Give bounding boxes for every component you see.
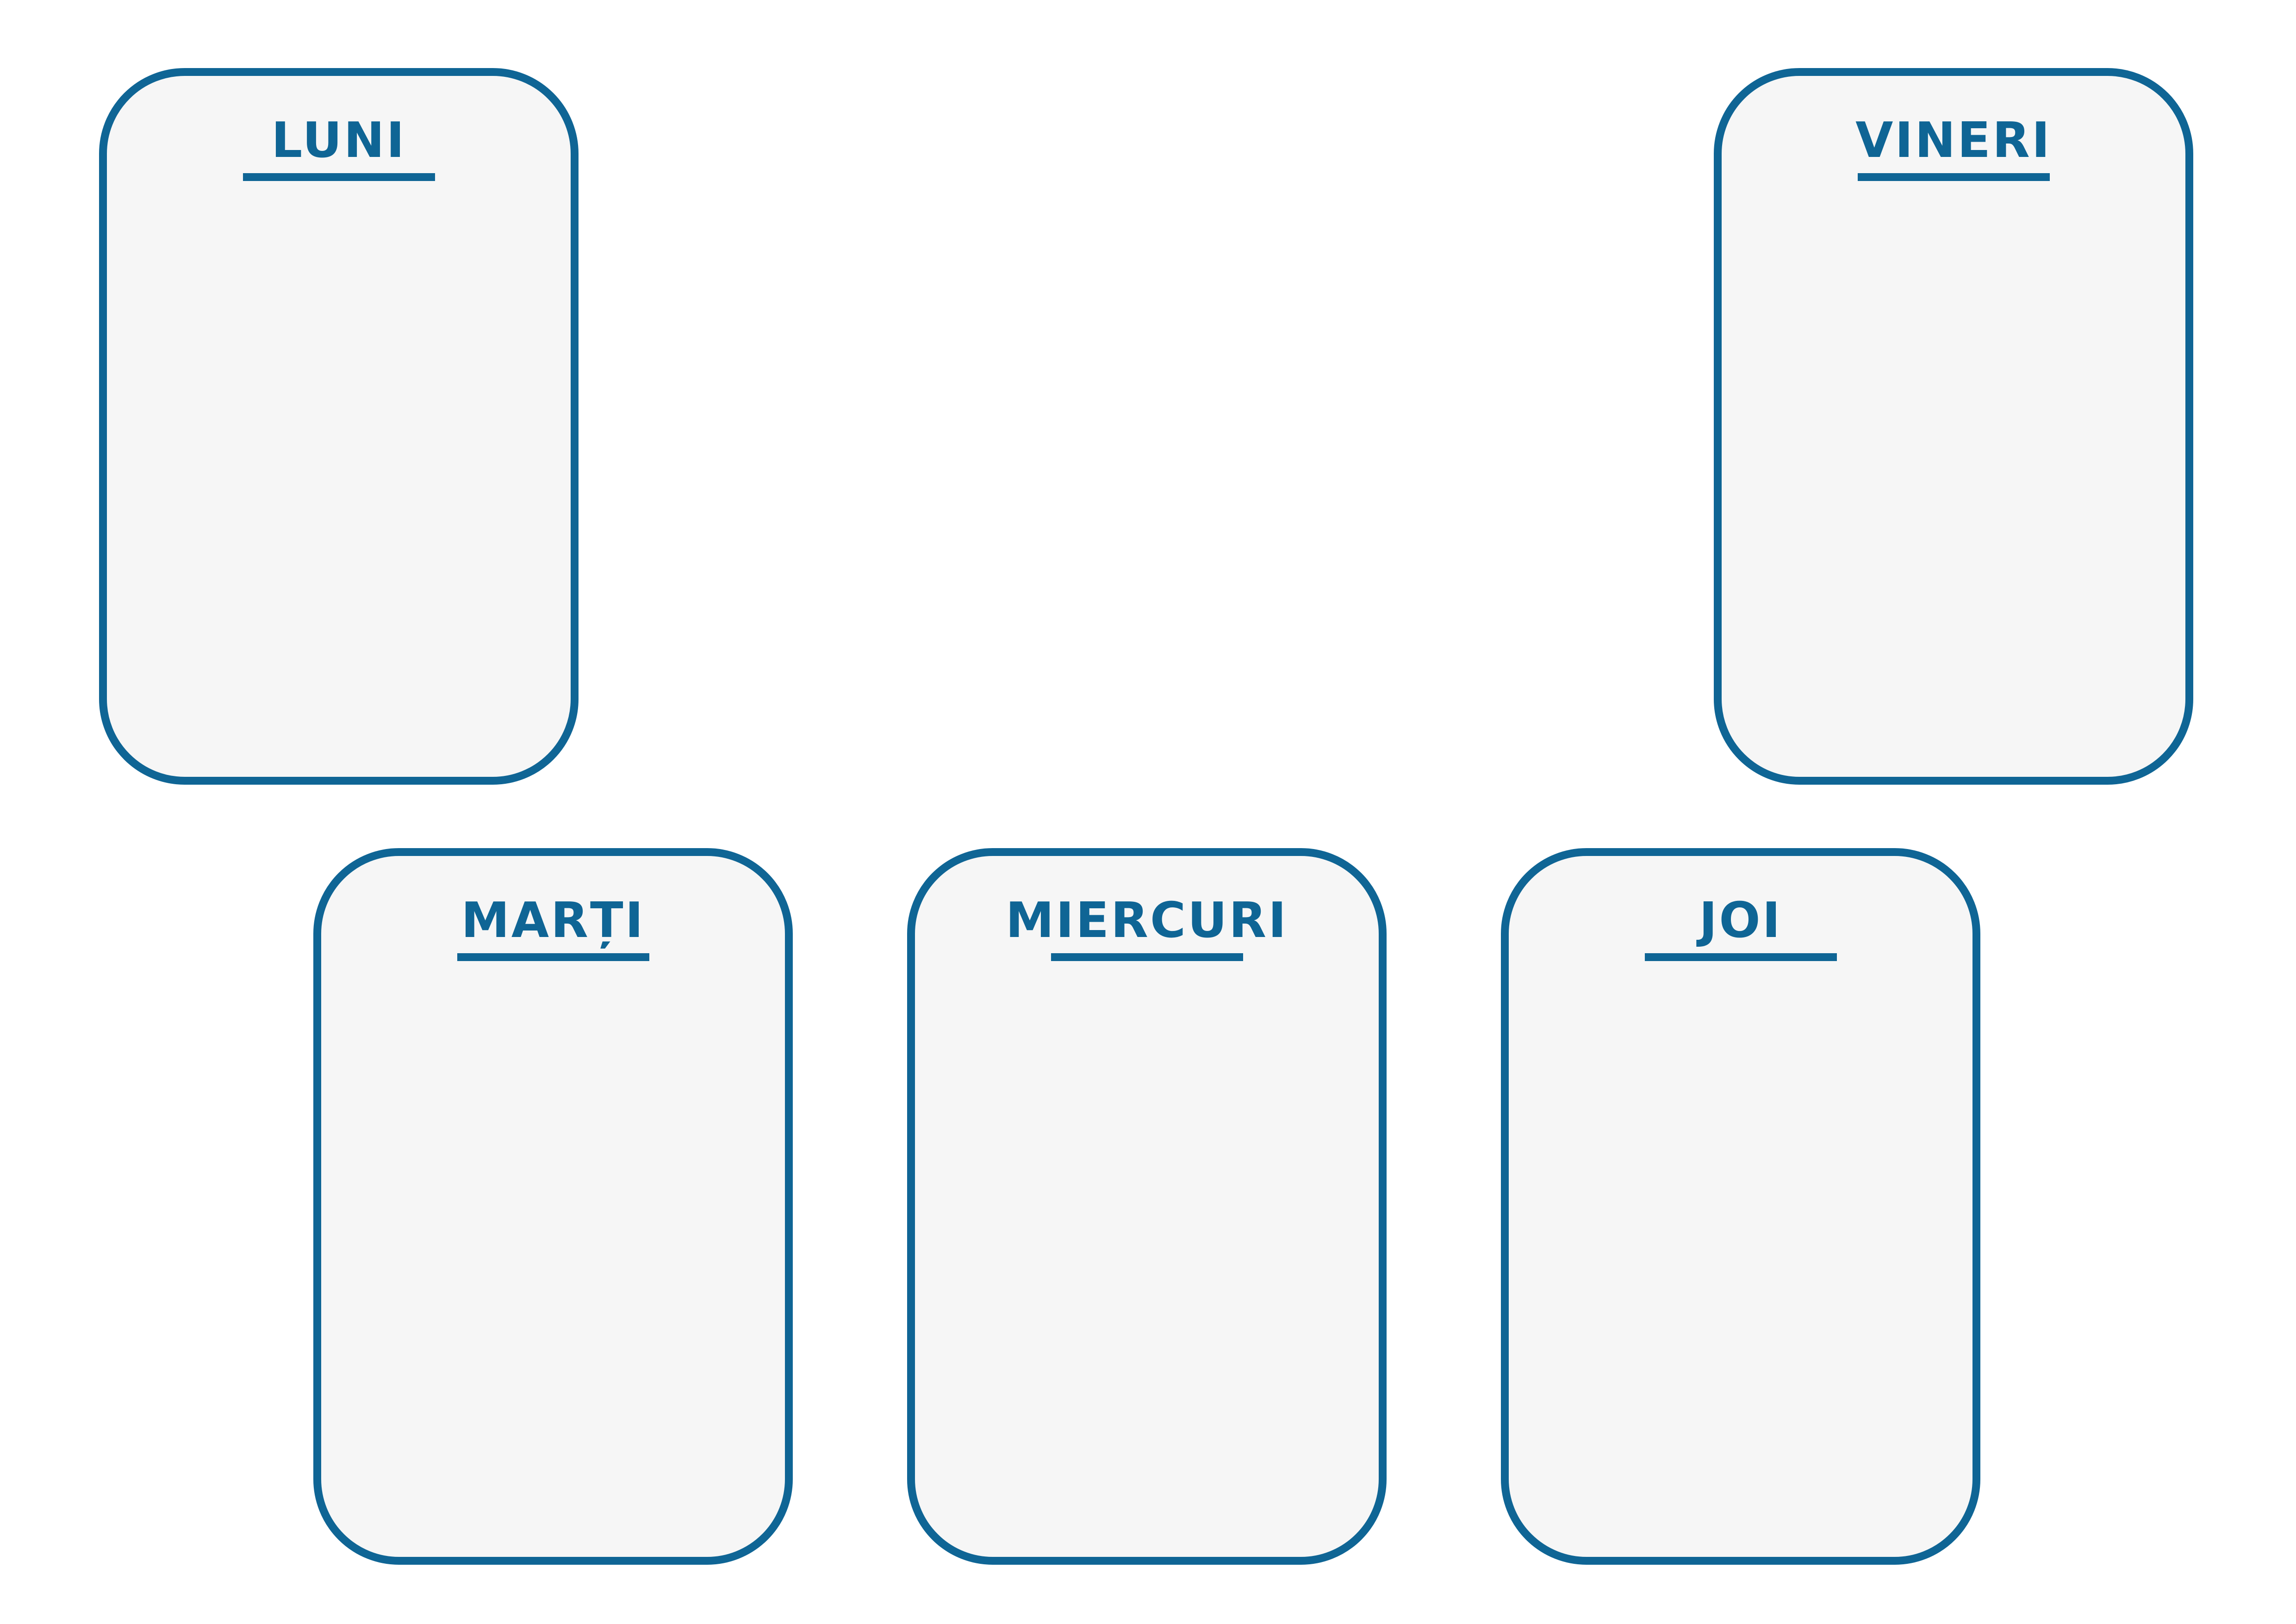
day-card-title: JOI: [1699, 892, 1782, 949]
day-card-title: LUNI: [271, 112, 406, 169]
title-underline: [1858, 173, 2050, 181]
day-card-tuesday: MARȚI: [313, 848, 793, 1565]
day-card-title: VINERI: [1855, 112, 2052, 169]
title-underline: [1645, 953, 1837, 961]
title-underline: [457, 953, 649, 961]
title-underline: [1051, 953, 1243, 961]
day-card-title: MIERCURI: [1005, 892, 1288, 949]
day-card-friday: VINERI: [1714, 68, 2193, 785]
day-card-thursday: JOI: [1501, 848, 1980, 1565]
title-underline: [243, 173, 435, 181]
day-card-monday: LUNI: [99, 68, 579, 785]
day-card-title: MARȚI: [461, 892, 645, 949]
day-card-wednesday: MIERCURI: [907, 848, 1387, 1565]
